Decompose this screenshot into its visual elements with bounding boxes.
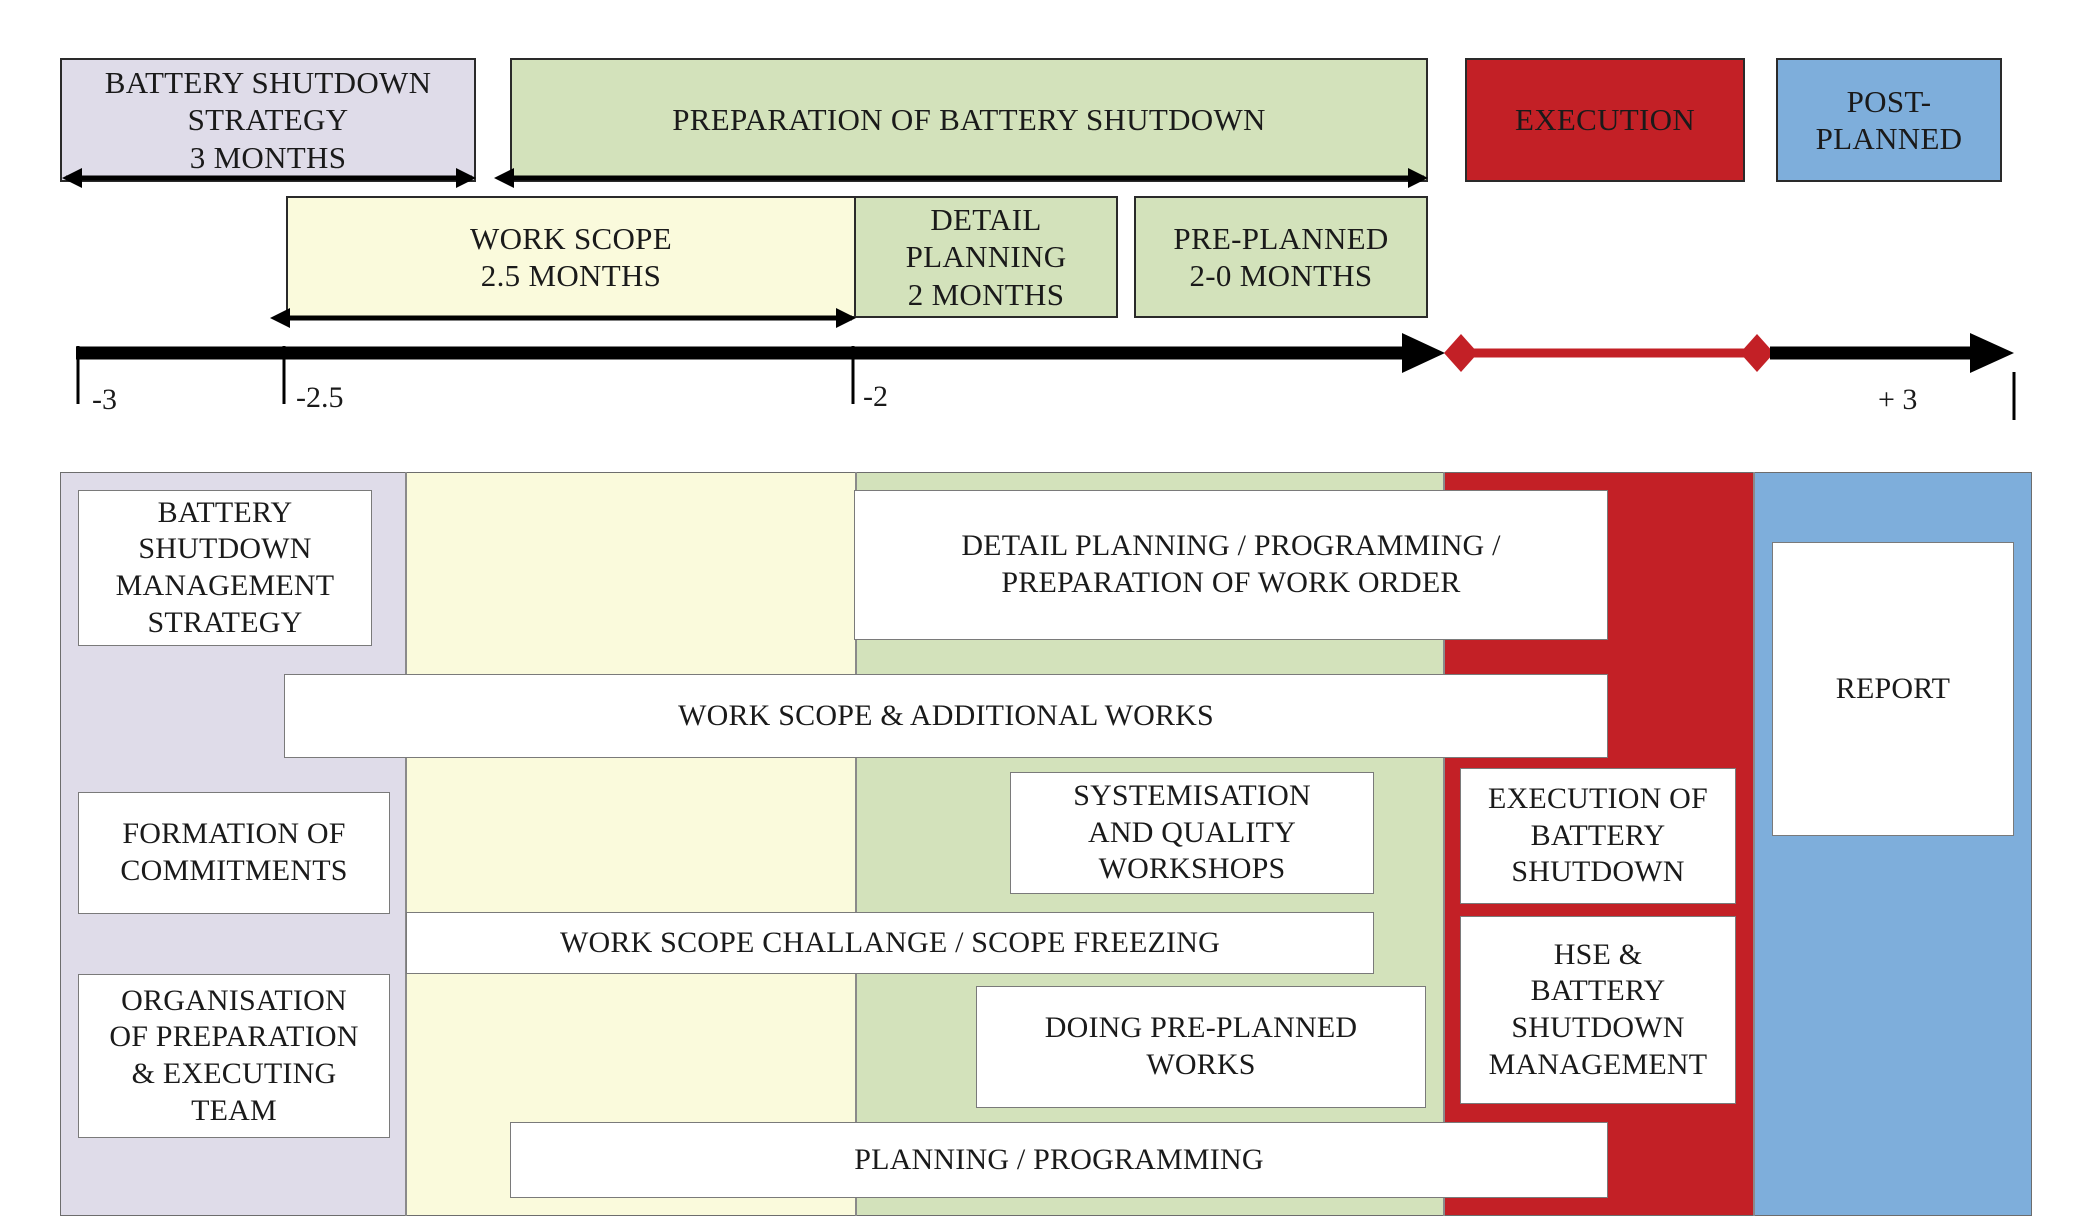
activity-execution-of-shutdown-label: EXECUTION OF BATTERY SHUTDOWN bbox=[1488, 782, 1708, 889]
tick-label-plus-3: + 3 bbox=[1878, 383, 1918, 416]
phase-preparation-label: PREPARATION OF BATTERY SHUTDOWN bbox=[672, 102, 1266, 138]
phase-strategy-label: BATTERY SHUTDOWN STRATEGY 3 MONTHS bbox=[104, 65, 432, 175]
activity-scope-challenge: WORK SCOPE CHALLANGE / SCOPE FREEZING bbox=[406, 912, 1374, 974]
band-divider-1 bbox=[405, 472, 407, 1216]
activity-work-scope-additional: WORK SCOPE & ADDITIONAL WORKS bbox=[284, 674, 1608, 758]
subphase-work-scope: WORK SCOPE 2.5 MONTHS bbox=[286, 196, 856, 318]
activity-report-label: REPORT bbox=[1835, 671, 1951, 705]
activity-detail-planning-work-order-label: DETAIL PLANNING / PROGRAMMING / PREPARAT… bbox=[961, 529, 1501, 599]
strategy-arrow-right-head bbox=[456, 168, 476, 188]
activity-planning-programming: PLANNING / PROGRAMMING bbox=[510, 1122, 1608, 1198]
strategy-arrow-left-head bbox=[62, 168, 82, 188]
work-scope-arrow-left-head bbox=[270, 308, 290, 328]
band-divider-2 bbox=[855, 472, 857, 1216]
activity-formation-of-commitments: FORMATION OF COMMITMENTS bbox=[78, 792, 390, 914]
phase-post-planned-label: POST- PLANNED bbox=[1815, 83, 1963, 156]
phase-execution: EXECUTION bbox=[1465, 58, 1745, 182]
execution-start-diamond bbox=[1444, 334, 1478, 372]
work-scope-arrow-right-head bbox=[836, 308, 856, 328]
activity-report: REPORT bbox=[1772, 542, 2014, 836]
activity-shutdown-management-strategy: BATTERY SHUTDOWN MANAGEMENT STRATEGY bbox=[78, 490, 372, 646]
tick-label-minus-2-5: -2.5 bbox=[296, 381, 344, 414]
timeline-arrowhead-post bbox=[1970, 333, 2014, 373]
activity-execution-of-shutdown: EXECUTION OF BATTERY SHUTDOWN bbox=[1460, 768, 1736, 904]
activity-planning-programming-label: PLANNING / PROGRAMMING bbox=[854, 1142, 1264, 1176]
activity-shutdown-management-strategy-label: BATTERY SHUTDOWN MANAGEMENT STRATEGY bbox=[115, 495, 335, 639]
activity-work-scope-additional-label: WORK SCOPE & ADDITIONAL WORKS bbox=[678, 698, 1214, 732]
preparation-arrow-left-head bbox=[494, 168, 514, 188]
subphase-detail-planning-label: DETAIL PLANNING 2 MONTHS bbox=[905, 202, 1067, 312]
band-work-scope bbox=[406, 472, 856, 1216]
band-divider-4 bbox=[1753, 472, 1755, 1216]
activity-area-frame bbox=[60, 472, 2032, 1216]
band-divider-3 bbox=[1443, 472, 1445, 1216]
tick-label-minus-3: -3 bbox=[92, 383, 117, 416]
activity-organisation-team-label: ORGANISATION OF PREPARATION & EXECUTING … bbox=[109, 983, 359, 1127]
phase-strategy: BATTERY SHUTDOWN STRATEGY 3 MONTHS bbox=[60, 58, 476, 182]
activity-systemisation-workshops-label: SYSTEMISATION AND QUALITY WORKSHOPS bbox=[1073, 779, 1311, 886]
subphase-detail-planning: DETAIL PLANNING 2 MONTHS bbox=[854, 196, 1118, 318]
preparation-arrow-right-head bbox=[1408, 168, 1428, 188]
subphase-pre-planned-label: PRE-PLANNED 2-0 MONTHS bbox=[1173, 220, 1389, 293]
execution-end-diamond bbox=[1740, 334, 1774, 372]
phase-post-planned: POST- PLANNED bbox=[1776, 58, 2002, 182]
activity-systemisation-workshops: SYSTEMISATION AND QUALITY WORKSHOPS bbox=[1010, 772, 1374, 894]
activity-detail-planning-work-order: DETAIL PLANNING / PROGRAMMING / PREPARAT… bbox=[854, 490, 1608, 640]
activity-hse-management: HSE & BATTERY SHUTDOWN MANAGEMENT bbox=[1460, 916, 1736, 1104]
timeline-arrowhead-pre bbox=[1402, 333, 1445, 373]
tick-label-minus-2: -2 bbox=[863, 380, 888, 413]
activity-formation-of-commitments-label: FORMATION OF COMMITMENTS bbox=[120, 817, 348, 887]
activity-hse-management-label: HSE & BATTERY SHUTDOWN MANAGEMENT bbox=[1488, 937, 1708, 1081]
subphase-work-scope-label: WORK SCOPE 2.5 MONTHS bbox=[470, 220, 672, 293]
activity-organisation-team: ORGANISATION OF PREPARATION & EXECUTING … bbox=[78, 974, 390, 1138]
activity-doing-pre-planned-label: DOING PRE-PLANNED WORKS bbox=[1044, 1011, 1358, 1081]
activity-scope-challenge-label: WORK SCOPE CHALLANGE / SCOPE FREEZING bbox=[560, 925, 1220, 959]
subphase-pre-planned: PRE-PLANNED 2-0 MONTHS bbox=[1134, 196, 1428, 318]
phase-execution-label: EXECUTION bbox=[1514, 102, 1696, 138]
phase-preparation: PREPARATION OF BATTERY SHUTDOWN bbox=[510, 58, 1428, 182]
activity-doing-pre-planned: DOING PRE-PLANNED WORKS bbox=[976, 986, 1426, 1108]
